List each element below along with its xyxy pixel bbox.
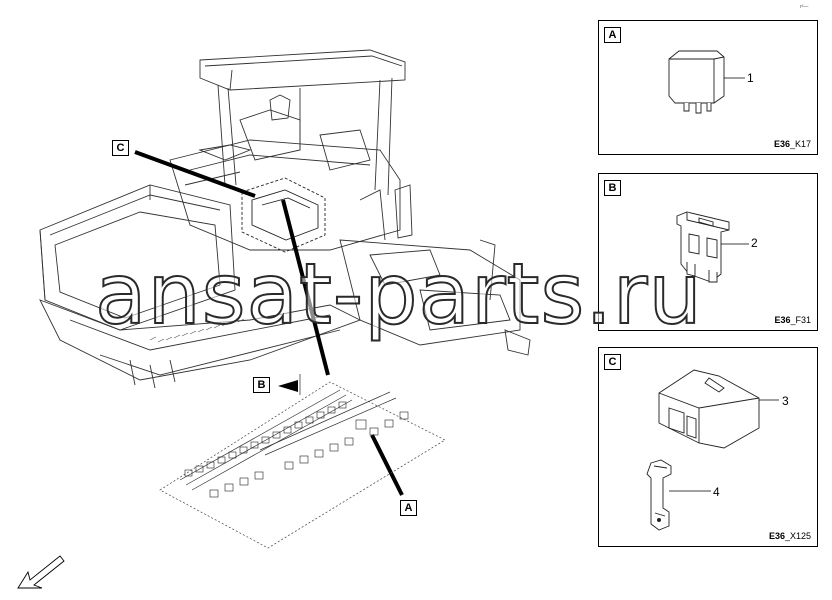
callout-c[interactable]: C: [112, 140, 129, 156]
detail-panel-b: B 2 E36_F31: [598, 173, 818, 331]
part-number-3: 3: [782, 394, 789, 408]
top-corner-mark: r²—: [800, 4, 809, 10]
detail-panel-c: C 3 4 E36_X125: [598, 347, 818, 547]
callout-b[interactable]: B: [253, 377, 270, 393]
relay-k17-icon: [668, 50, 745, 114]
fuse-f31-icon: [676, 211, 749, 283]
detail-panel-a: A 1 E36_K17: [598, 20, 818, 155]
connector-x125-icon: [646, 369, 779, 531]
part-number-2: 2: [751, 236, 758, 250]
callout-a[interactable]: A: [400, 500, 417, 516]
part-number-1: 1: [747, 71, 754, 85]
panel-a-code: E36_K17: [773, 139, 811, 149]
panel-c-code: E36_X125: [768, 531, 811, 541]
panel-c-tag: C: [604, 354, 621, 370]
part-number-4: 4: [713, 485, 720, 499]
panel-b-code: E36_F31: [774, 315, 811, 325]
panel-a-tag: A: [604, 27, 621, 43]
panel-b-tag: B: [604, 180, 621, 196]
